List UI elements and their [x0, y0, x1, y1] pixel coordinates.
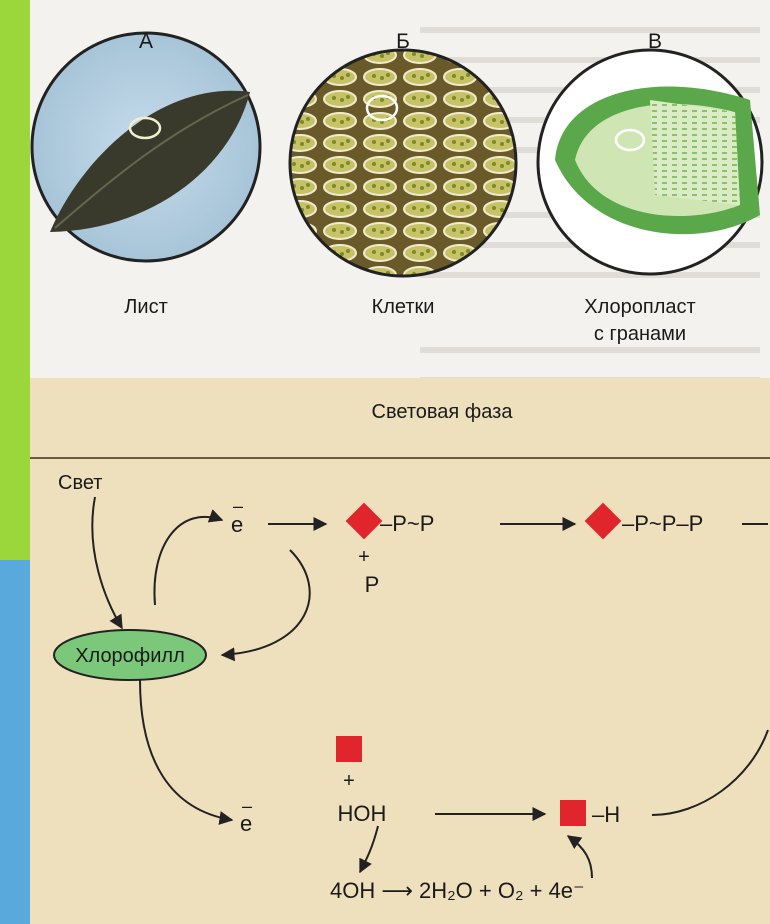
- hoh-plus: +: [343, 770, 355, 792]
- light-label: Свет: [58, 472, 102, 494]
- p-plus: +: [358, 546, 370, 568]
- electron-bottom: e: [240, 811, 252, 836]
- panel-a-caption: Лист: [124, 296, 167, 318]
- electron-top: e: [231, 512, 243, 537]
- panel-c-letter: В: [648, 30, 662, 53]
- atp-chain: –P~P–P: [622, 511, 703, 536]
- loop-arrow-back: [220, 549, 311, 662]
- panel-b-letter: Б: [396, 30, 410, 53]
- electron-top-bar: –: [233, 496, 243, 516]
- left-frame-blue: [0, 560, 30, 924]
- panel-c-caption-line2: с гранами: [594, 323, 686, 345]
- chlorophyll-oval: [53, 629, 207, 681]
- chlorophyll-label: Хлорофилл: [75, 645, 185, 667]
- equation: 4OH ⟶ 2H₂O + O₂ + 4e⁻: [330, 878, 585, 903]
- panel-b-caption: Клетки: [372, 296, 435, 318]
- arrow-chlorophyll-to-electron: [139, 679, 234, 825]
- light-arrow: [91, 496, 123, 630]
- leaf-shape: [50, 90, 250, 232]
- chloroplast-highlight-ring: [614, 128, 646, 152]
- leaf-vein: [54, 94, 249, 229]
- chloroplast-grana: [650, 100, 740, 205]
- loop-arrow-to-electron: [153, 509, 224, 606]
- hoh-label: HOH: [338, 801, 387, 826]
- carrier-square-bottom: [560, 800, 586, 826]
- carrier-square-top: [336, 736, 362, 762]
- atp-diamond: [584, 502, 622, 540]
- adp-diamond: [345, 502, 383, 540]
- cells-panel-circle: [288, 48, 518, 278]
- arrow-hoh-to-oh: [359, 825, 379, 874]
- scheme-title: Световая фаза: [372, 401, 514, 423]
- arrow-electrons-up: [566, 835, 593, 879]
- panel-c-caption-line1: Хлоропласт: [584, 296, 695, 318]
- panel-a-letter: А: [139, 30, 153, 53]
- left-frame-green: [0, 0, 30, 560]
- h-label: –H: [592, 802, 620, 827]
- arrow-h-out: [651, 729, 769, 816]
- p-label: P: [365, 572, 380, 597]
- electron-bottom-bar: –: [242, 796, 252, 816]
- adp-chain: –P~P: [380, 511, 434, 536]
- cells-highlight-ring: [365, 94, 399, 122]
- leaf-highlight-ring: [128, 116, 162, 140]
